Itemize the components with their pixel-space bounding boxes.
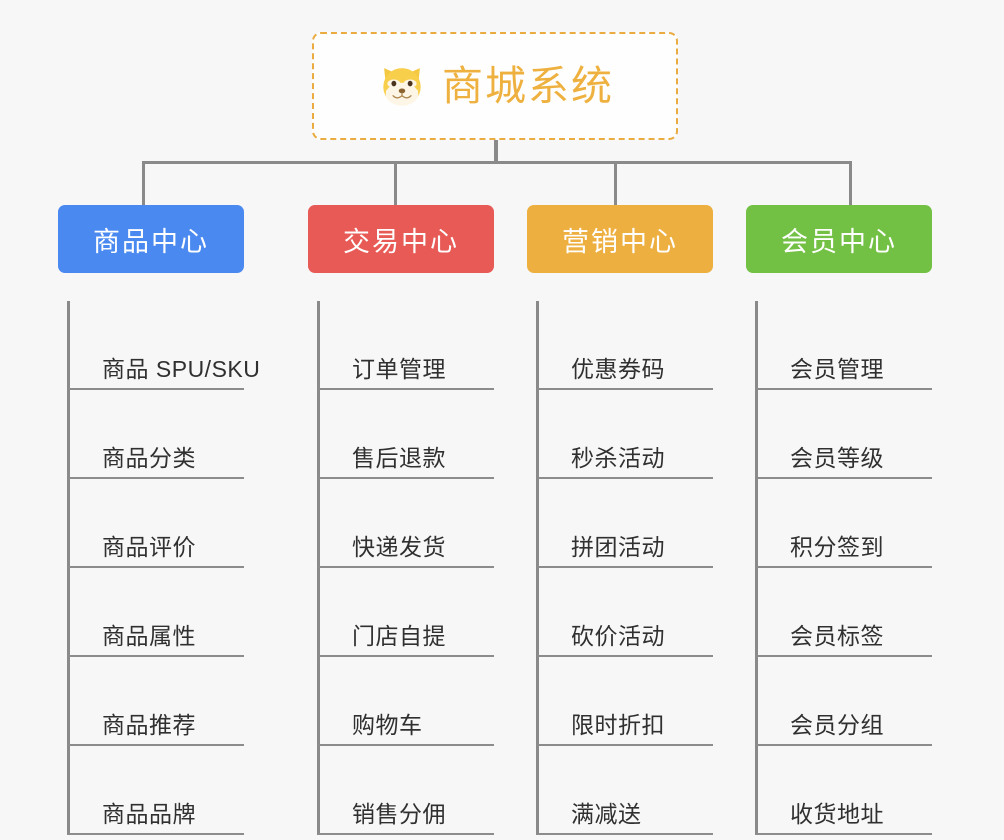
list-item[interactable]: 砍价活动 <box>537 568 713 657</box>
leaf-stack-member-center: 会员管理 会员等级 积分签到 会员标签 会员分组 收货地址 <box>755 301 932 835</box>
category-title: 商品中心 <box>93 226 209 257</box>
category-title: 交易中心 <box>343 226 459 257</box>
leaf-stack-trade-center: 订单管理 售后退款 快递发货 门店自提 购物车 销售分佣 <box>317 301 494 835</box>
leaf-label: 门店自提 <box>352 622 446 649</box>
leaf-label: 商品评价 <box>102 533 196 560</box>
list-item[interactable]: 商品品牌 <box>68 746 244 835</box>
leaf-stack-marketing-center: 优惠券码 秒杀活动 拼团活动 砍价活动 限时折扣 满减送 <box>536 301 713 835</box>
leaf-label: 限时折扣 <box>571 711 665 738</box>
list-item[interactable]: 会员管理 <box>756 301 932 390</box>
leaf-label: 秒杀活动 <box>571 444 665 471</box>
list-item[interactable]: 商品 SPU/SKU <box>68 301 260 390</box>
list-item[interactable]: 售后退款 <box>318 390 494 479</box>
leaf-label: 满减送 <box>571 800 642 827</box>
column-trade-center: 交易中心 订单管理 售后退款 快递发货 门店自提 购物车 销售分佣 <box>308 205 494 835</box>
leaf-label: 优惠券码 <box>571 355 665 382</box>
leaf-label: 会员等级 <box>790 444 884 471</box>
leaf-label: 销售分佣 <box>352 800 446 827</box>
connector-drop-3 <box>614 161 617 207</box>
list-item[interactable]: 购物车 <box>318 657 494 746</box>
list-item[interactable]: 会员分组 <box>756 657 932 746</box>
leaf-label: 订单管理 <box>352 355 446 382</box>
category-title: 会员中心 <box>781 226 897 257</box>
list-item[interactable]: 快递发货 <box>318 479 494 568</box>
dog-face-icon <box>376 60 428 112</box>
trunk-line <box>67 301 70 835</box>
list-item[interactable]: 收货地址 <box>756 746 932 835</box>
leaf-label: 收货地址 <box>790 800 884 827</box>
list-item[interactable]: 门店自提 <box>318 568 494 657</box>
leaf-label: 快递发货 <box>352 533 446 560</box>
category-header-member-center[interactable]: 会员中心 <box>746 205 932 273</box>
connector-drop-1 <box>142 161 145 207</box>
leaf-label: 商品分类 <box>102 444 196 471</box>
connector-drop-4 <box>849 161 852 207</box>
list-item[interactable]: 商品评价 <box>68 479 244 568</box>
leaf-stack-product-center: 商品 SPU/SKU 商品分类 商品评价 商品属性 商品推荐 商品品牌 <box>67 301 260 835</box>
leaf-label: 售后退款 <box>352 444 446 471</box>
trunk-line <box>755 301 758 835</box>
list-item[interactable]: 订单管理 <box>318 301 494 390</box>
leaf-label: 拼团活动 <box>571 533 665 560</box>
leaf-label: 会员管理 <box>790 355 884 382</box>
list-item[interactable]: 会员等级 <box>756 390 932 479</box>
leaf-label: 商品推荐 <box>102 711 196 738</box>
list-item[interactable]: 优惠券码 <box>537 301 713 390</box>
leaf-label: 商品 SPU/SKU <box>102 355 261 382</box>
list-item[interactable]: 秒杀活动 <box>537 390 713 479</box>
category-header-product-center[interactable]: 商品中心 <box>58 205 244 273</box>
list-item[interactable]: 满减送 <box>537 746 713 835</box>
connector-drop-2 <box>394 161 397 207</box>
list-item[interactable]: 会员标签 <box>756 568 932 657</box>
root-node[interactable]: 商城系统 <box>312 32 678 140</box>
category-title: 营销中心 <box>562 226 678 257</box>
list-item[interactable]: 拼团活动 <box>537 479 713 568</box>
list-item[interactable]: 商品推荐 <box>68 657 244 746</box>
list-item[interactable]: 限时折扣 <box>537 657 713 746</box>
leaf-label: 商品属性 <box>102 622 196 649</box>
connector-root-stem <box>494 140 498 164</box>
list-item[interactable]: 商品属性 <box>68 568 244 657</box>
leaf-label: 会员标签 <box>790 622 884 649</box>
list-item[interactable]: 销售分佣 <box>318 746 494 835</box>
trunk-line <box>317 301 320 835</box>
column-product-center: 商品中心 商品 SPU/SKU 商品分类 商品评价 商品属性 商品推荐 商品品牌 <box>58 205 260 835</box>
leaf-label: 积分签到 <box>790 533 884 560</box>
trunk-line <box>536 301 539 835</box>
column-member-center: 会员中心 会员管理 会员等级 积分签到 会员标签 会员分组 收货地址 <box>746 205 932 835</box>
leaf-label: 会员分组 <box>790 711 884 738</box>
list-item[interactable]: 积分签到 <box>756 479 932 568</box>
leaf-label: 砍价活动 <box>571 622 665 649</box>
connector-horizontal-bus <box>142 161 852 164</box>
leaf-label: 商品品牌 <box>102 800 196 827</box>
root-title: 商城系统 <box>442 62 614 109</box>
category-header-marketing-center[interactable]: 营销中心 <box>527 205 713 273</box>
column-marketing-center: 营销中心 优惠券码 秒杀活动 拼团活动 砍价活动 限时折扣 满减送 <box>527 205 713 835</box>
leaf-label: 购物车 <box>352 711 423 738</box>
list-item[interactable]: 商品分类 <box>68 390 244 479</box>
category-header-trade-center[interactable]: 交易中心 <box>308 205 494 273</box>
